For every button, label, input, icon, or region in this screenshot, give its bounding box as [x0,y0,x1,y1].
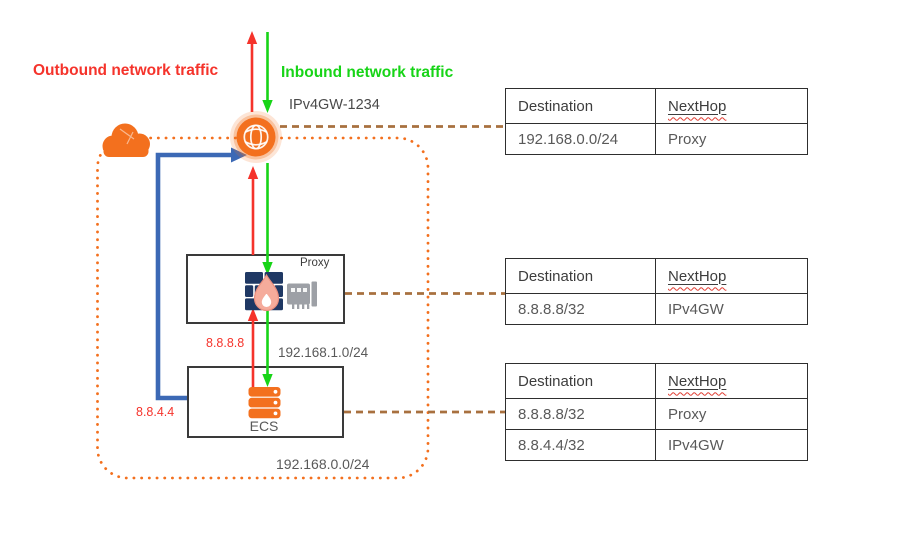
column-header-nexthop: NextHop [655,88,808,124]
ecs-box-label: ECS [249,418,279,434]
route-table-ecs: Destination NextHop 8.8.8.8/32 Proxy 8.8… [505,363,808,461]
proxy-box-label: Proxy [300,257,330,269]
cell-nexthop: IPv4GW [655,293,808,325]
server-stack-icon [248,387,281,419]
gateway-name-label: IPv4GW-1234 [289,97,380,113]
network-card-icon [287,281,317,309]
ecs-public-ip-label: 8.8.8.8 [206,336,245,350]
outbound-traffic-label: Outbound network traffic [33,62,219,79]
table-row: 8.8.4.4/32 IPv4GW [505,429,808,461]
cell-nexthop: Proxy [655,398,808,430]
route-table-gateway: Destination NextHop 192.168.0.0/24 Proxy [505,88,808,155]
inbound-traffic-arrows [262,32,273,387]
flame-glyph [253,273,280,312]
vpc-dotted-boundary [96,136,430,480]
cell-nexthop: Proxy [655,123,808,155]
cloud-icon [102,123,150,157]
inbound-traffic-label: Inbound network traffic [281,64,454,81]
column-header-nexthop: NextHop [655,363,808,399]
globe-glyph [243,124,269,150]
table-row: 192.168.0.0/24 Proxy [505,123,808,155]
column-header-nexthop: NextHop [655,258,808,294]
subnet-cidr-label: 192.168.1.0/24 [278,345,369,360]
outbound-traffic-arrows [246,31,259,388]
table-row: 8.8.8.8/32 Proxy [505,398,808,430]
route-table-proxy: Destination NextHop 8.8.8.8/32 IPv4GW [505,258,808,325]
cell-destination: 192.168.0.0/24 [505,123,656,155]
column-header-destination: Destination [505,258,656,294]
firewall-icon [245,272,283,312]
table-row: 8.8.8.8/32 IPv4GW [505,293,808,325]
ipv4-gateway-icon [230,111,282,163]
cell-destination: 8.8.8.8/32 [505,293,656,325]
column-header-destination: Destination [505,363,656,399]
cell-destination: 8.8.4.4/32 [505,429,656,461]
column-header-destination: Destination [505,88,656,124]
cell-nexthop: IPv4GW [655,429,808,461]
ecs-secondary-ip-label: 8.8.4.4 [136,405,175,419]
ecs-to-gateway-blue-arrow [155,147,247,401]
cell-destination: 8.8.8.8/32 [505,398,656,430]
route-table-connectors [280,125,505,414]
vpc-cidr-label: 192.168.0.0/24 [276,456,370,472]
